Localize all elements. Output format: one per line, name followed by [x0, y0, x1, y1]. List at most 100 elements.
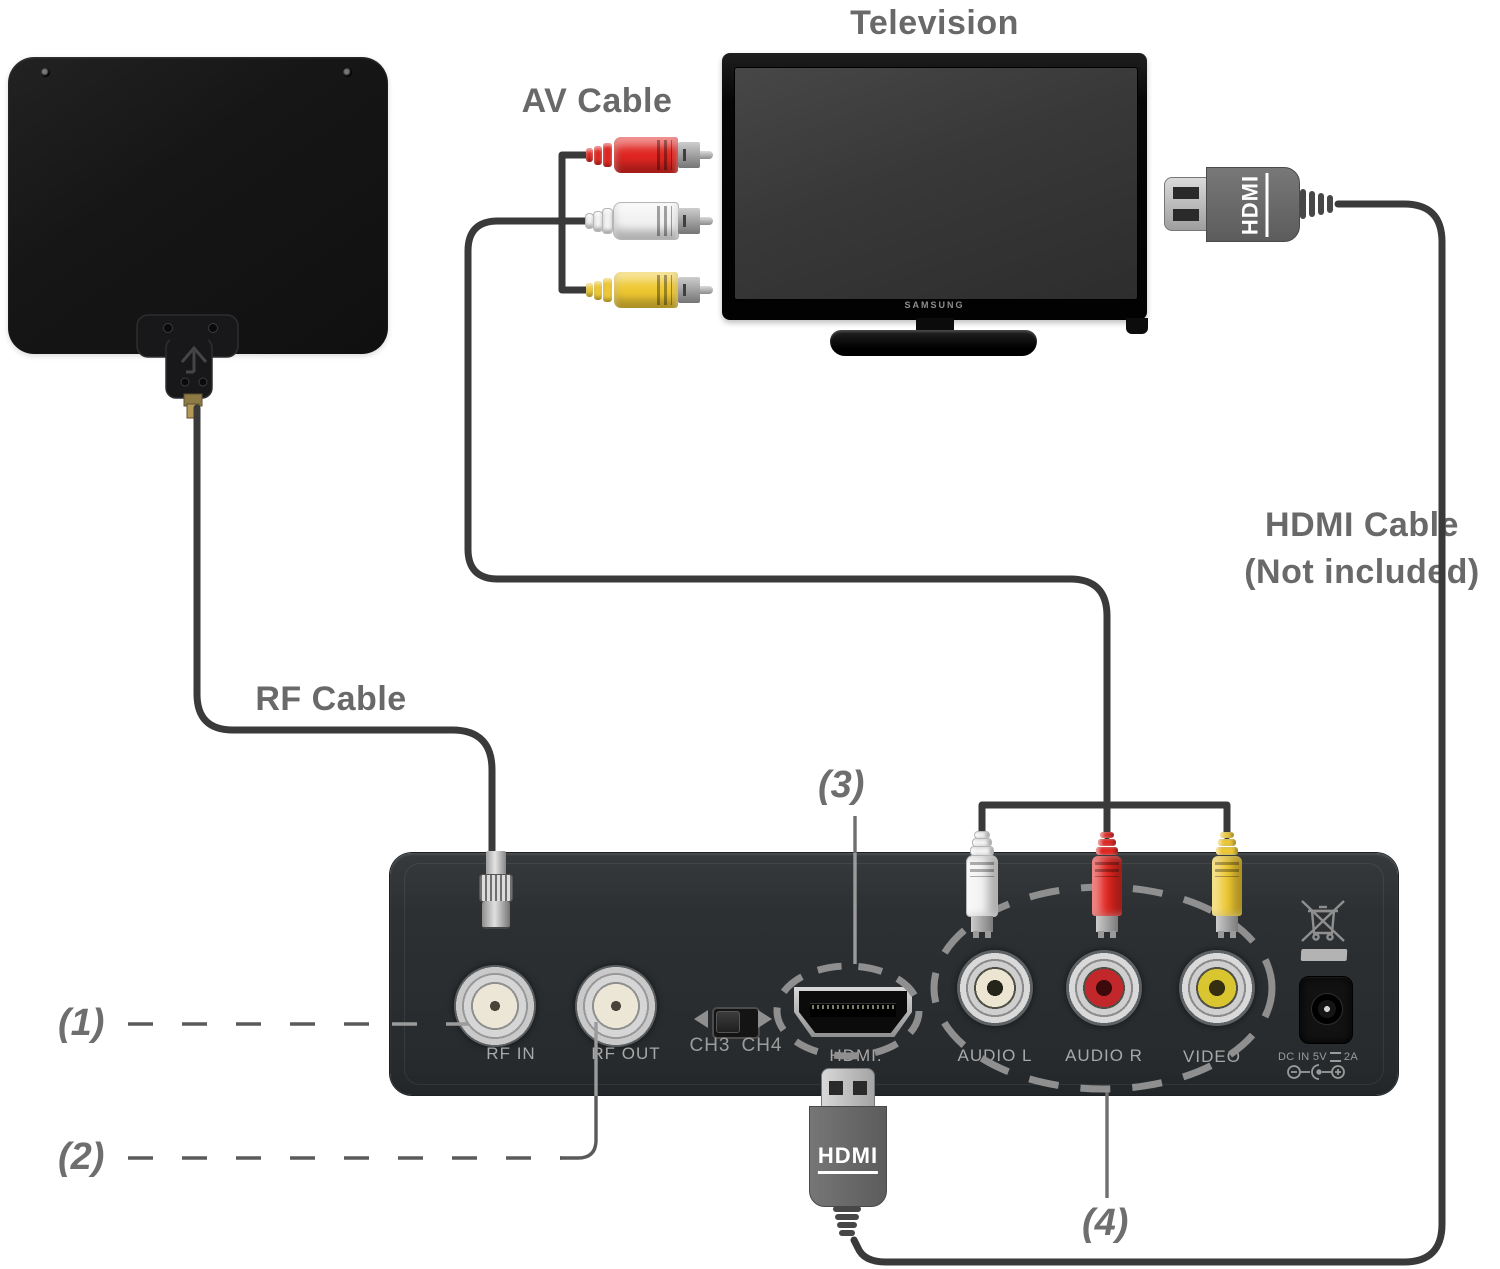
video-label: VIDEO [1183, 1047, 1241, 1066]
av-plug-red [586, 137, 713, 173]
hdmi-plug-label: HDMI [1237, 172, 1269, 237]
television-label: Television [850, 4, 1019, 42]
ch4-arrow-icon [758, 1010, 772, 1028]
television: SAMSUNG [722, 53, 1147, 320]
weee-bin-icon [1301, 900, 1345, 942]
av-plug-yellow [586, 272, 713, 308]
strain-relief-rib [837, 1222, 857, 1228]
rf-cable [193, 404, 496, 862]
rf-cable-connector [478, 851, 514, 929]
ch3-arrow-icon [694, 1010, 708, 1028]
hdmi-plug-tv-tip [1164, 177, 1210, 231]
strain-relief-rib [1327, 195, 1333, 213]
dc-in-text: DC IN 5V [1278, 1051, 1327, 1063]
dc-polarity-icon [1287, 1064, 1345, 1080]
callout-2: (2) [58, 1136, 105, 1178]
rf-in-jack [454, 965, 536, 1047]
audio-r-label: AUDIO R [1065, 1046, 1143, 1065]
plug-ring [973, 839, 991, 846]
plug-ring [603, 278, 612, 302]
plug-ring [1216, 847, 1238, 855]
plug-shell [1216, 916, 1238, 938]
dc-amp-text: 2A [1343, 1051, 1358, 1063]
hdmi-cable-label-line2: (Not included) [1244, 553, 1480, 591]
plug-body [614, 137, 678, 173]
dc-power-jack [1299, 976, 1353, 1044]
plug-ring [594, 145, 602, 165]
switch-knob [716, 1011, 740, 1033]
plug-pin [700, 151, 713, 159]
connector-nut [482, 901, 510, 929]
plug-ring [586, 283, 593, 297]
antenna-pinhole-left [41, 68, 50, 77]
strain-relief-rib [835, 1214, 859, 1220]
plug-ring [594, 211, 602, 231]
plug-shell [971, 916, 993, 938]
ch3-label: CH3 [689, 1035, 731, 1056]
strain-relief-rib [839, 1230, 855, 1236]
hdmi-port-label: HDMI. [829, 1046, 883, 1065]
tv-ir-sensor [1126, 318, 1148, 334]
rf-cable-label: RF Cable [255, 680, 407, 718]
antenna-pinhole-right [343, 68, 352, 77]
rf-out-jack [575, 965, 657, 1047]
antenna-panel [8, 57, 388, 354]
plug-ring [603, 209, 612, 233]
rear-panel-bar [1300, 949, 1348, 961]
tv-screen [734, 67, 1138, 300]
box-plug-white [967, 832, 997, 938]
rf-out-label: RF OUT [591, 1044, 661, 1063]
plug-ring [1220, 832, 1234, 838]
hdmi-port-pins [812, 1005, 894, 1009]
audio-r-jack [1066, 950, 1142, 1026]
dc-in-label: DC IN 5V 2A [1278, 1051, 1358, 1063]
av-cable-label: AV Cable [521, 82, 673, 120]
plug-body [967, 856, 997, 916]
plug-pin [700, 286, 713, 294]
rf-in-label: RF IN [486, 1044, 536, 1063]
hdmi-plug-tv: HDMI [1206, 167, 1300, 242]
callout2-corner-line [560, 1096, 598, 1160]
plug-shell [678, 277, 700, 303]
av-plug-white [586, 203, 713, 239]
plug-ring [586, 148, 593, 162]
audio-l-label: AUDIO L [957, 1046, 1033, 1065]
dc-barrel [1311, 993, 1343, 1025]
antenna-arrow-icon [180, 345, 208, 374]
plug-ring [1100, 832, 1114, 838]
plug-ring [975, 832, 989, 838]
tv-brand-logo: SAMSUNG [904, 300, 965, 310]
strain-relief-rib [1300, 189, 1306, 219]
hdmi-cable-label-line1: HDMI Cable [1265, 506, 1459, 544]
plug-ring [1218, 839, 1236, 846]
plug-shell [678, 208, 700, 234]
connector-knurl [480, 875, 512, 901]
ch3-ch4-switch [712, 1007, 760, 1039]
box-plug-yellow [1212, 832, 1242, 938]
av-cable-tv-bracket [558, 151, 592, 294]
hdmi-cable [850, 200, 1446, 1266]
plug-body [614, 272, 678, 308]
plug-pin [700, 217, 713, 225]
strain-relief-rib [833, 1206, 861, 1212]
plug-shell [1096, 916, 1118, 938]
ch4-label: CH4 [741, 1035, 783, 1056]
plug-body [1212, 856, 1242, 916]
plug-ring [971, 847, 993, 855]
plug-ring [1096, 847, 1118, 855]
plug-body [1092, 856, 1122, 916]
plug-shell [678, 142, 700, 168]
plug-ring [586, 214, 593, 228]
strain-relief-rib [1309, 191, 1315, 217]
dc-current-icon [1329, 1052, 1341, 1062]
tv-stand-base [830, 330, 1037, 356]
antenna-connector [136, 314, 239, 419]
video-jack [1179, 950, 1255, 1026]
hdmi-plug-box-tip [821, 1068, 875, 1110]
plug-ring [1098, 839, 1116, 846]
callout-4: (4) [1082, 1202, 1129, 1244]
plug-body [614, 203, 678, 239]
callout-1: (1) [58, 1002, 105, 1044]
audio-l-jack [957, 950, 1033, 1026]
